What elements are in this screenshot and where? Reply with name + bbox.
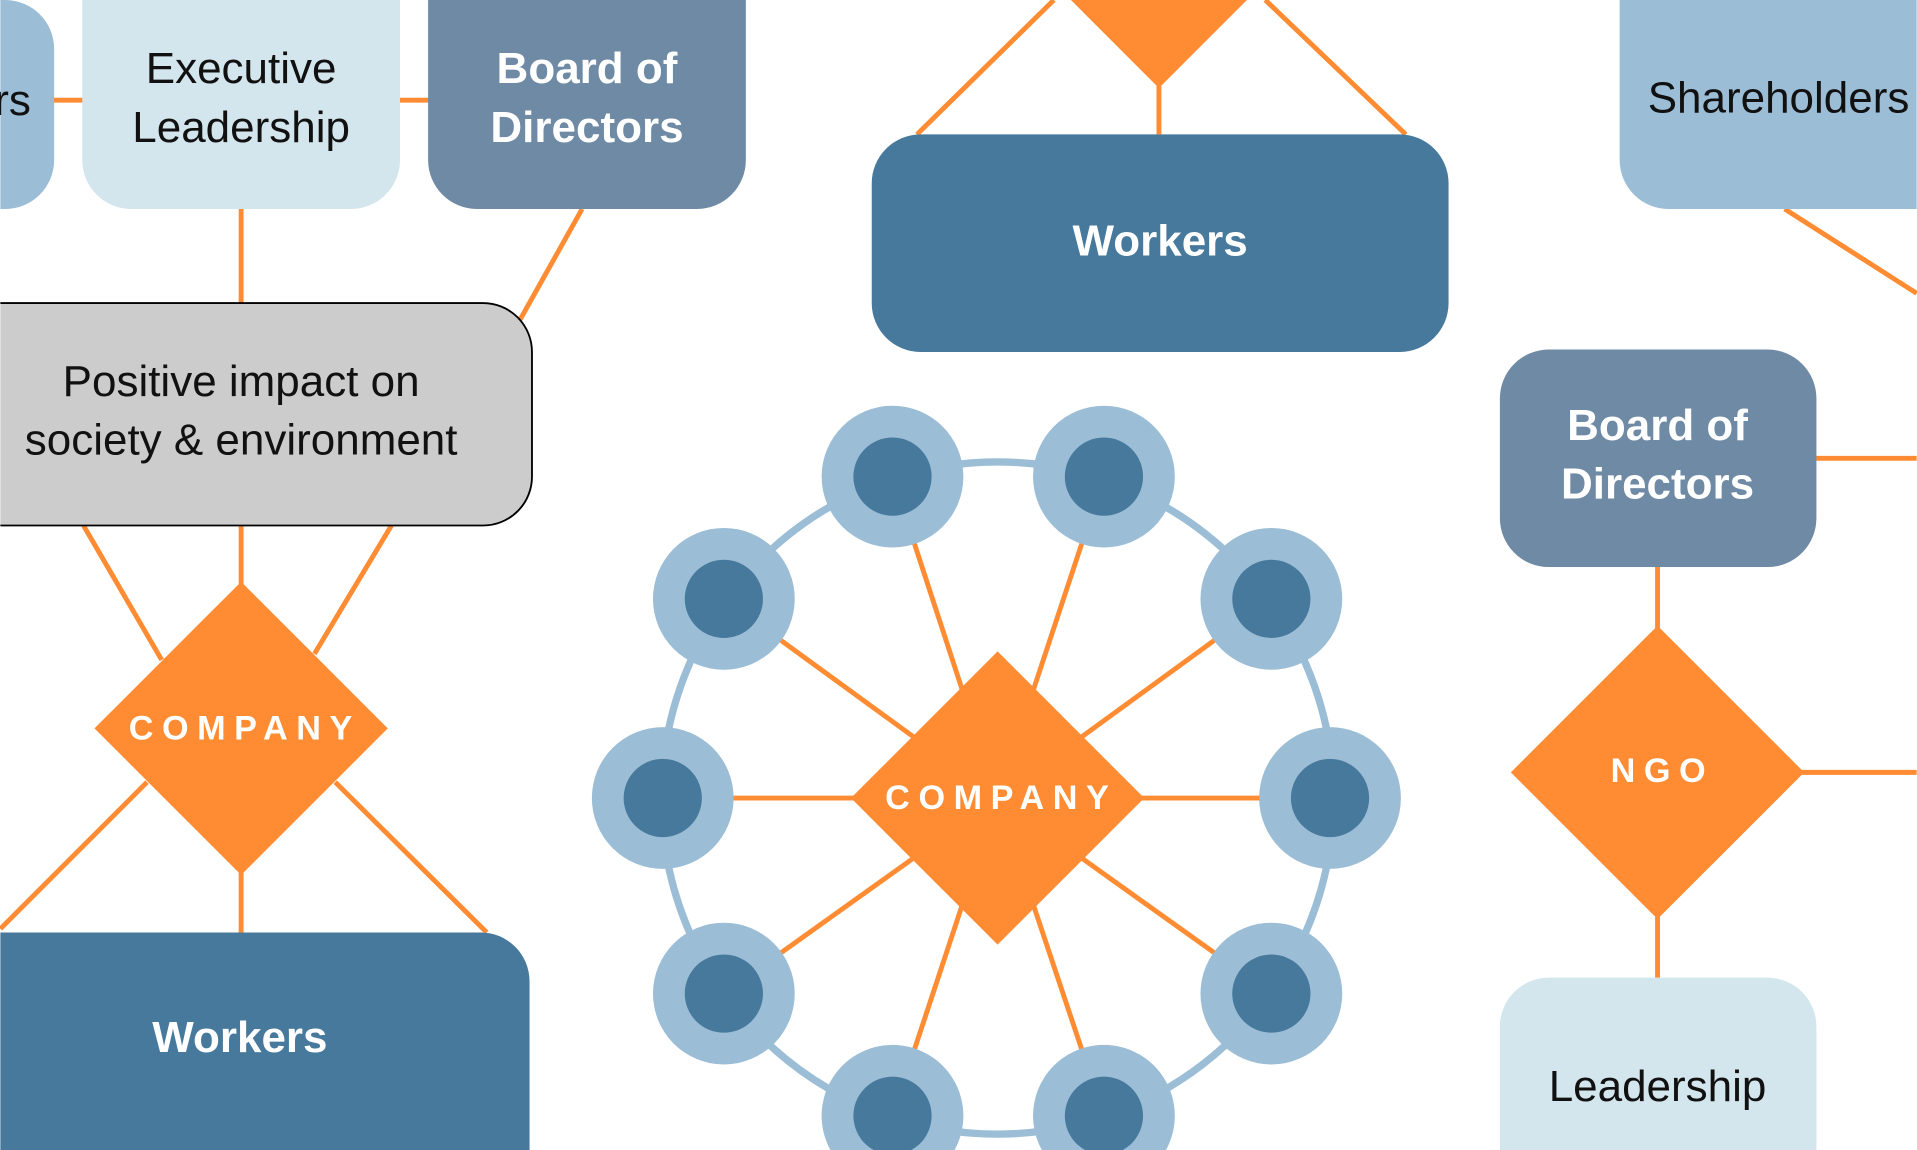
wheel-node-inner <box>1232 559 1311 638</box>
workers-label: Workers <box>1073 216 1248 265</box>
wheel-node-inner <box>1064 1076 1144 1150</box>
wheel-node <box>1033 405 1175 548</box>
right-cluster: Shareholders Board of Directors NGO Lead… <box>1499 0 1917 1150</box>
wheel-node-inner <box>684 954 763 1033</box>
partial-box <box>0 0 55 209</box>
shareholders-label: Shareholders <box>1648 73 1910 122</box>
wheel-nodes <box>591 405 1401 1150</box>
wheel-node-inner <box>1064 437 1144 516</box>
board-label-line1: Board of <box>1567 401 1748 450</box>
board-label-line2: Directors <box>1561 460 1754 509</box>
connector-lines <box>0 0 1917 978</box>
executive-leadership-box <box>82 0 400 209</box>
company-diamond <box>94 581 388 876</box>
positive-impact-box <box>0 302 533 527</box>
ngo-label: NGO <box>1611 752 1715 790</box>
wheel-node <box>1200 922 1343 1065</box>
executive-label-line2: Leadership <box>132 103 350 152</box>
wheel-node <box>652 527 795 670</box>
company-label: COMPANY <box>129 709 361 747</box>
company-label: COMPANY <box>885 779 1117 817</box>
wheel-node-inner <box>1290 758 1370 838</box>
impact-label-line2: society & environment <box>25 416 458 465</box>
board-label-line2: Directors <box>490 103 683 152</box>
impact-label-line1: Positive impact on <box>63 357 420 406</box>
workers-box <box>871 134 1449 352</box>
leadership-label: Leadership <box>1549 1062 1767 1111</box>
workers-label: Workers <box>152 1013 327 1062</box>
leadership-box <box>1499 977 1817 1150</box>
wheel-node-inner <box>853 1076 932 1150</box>
executive-label-line1: Executive <box>146 44 337 93</box>
wheel-node-inner <box>684 559 763 638</box>
shareholders-box <box>1619 0 1917 209</box>
top-diamond <box>1070 0 1247 88</box>
wheel-node <box>1259 727 1401 869</box>
board-of-directors-box <box>1499 349 1817 568</box>
partial-box-label: rs <box>0 76 31 125</box>
wheel-node <box>652 922 795 1065</box>
board-label-line1: Board of <box>497 44 678 93</box>
wheel-node <box>591 727 734 869</box>
company-diamond <box>850 651 1145 945</box>
workers-box <box>0 932 530 1150</box>
wheel-node-inner <box>623 758 702 838</box>
wheel-node-inner <box>1232 954 1311 1033</box>
wheel-node <box>1033 1044 1175 1150</box>
wheel-node-inner <box>853 437 932 516</box>
left-cluster: rs Executive Leadership Board of Directo… <box>0 0 746 1150</box>
board-of-directors-box <box>428 0 746 209</box>
wheel-node <box>1200 527 1343 670</box>
wheel-node <box>821 405 964 548</box>
center-cluster: Workers COMPANY <box>591 0 1449 1150</box>
wheel-node <box>821 1044 964 1150</box>
